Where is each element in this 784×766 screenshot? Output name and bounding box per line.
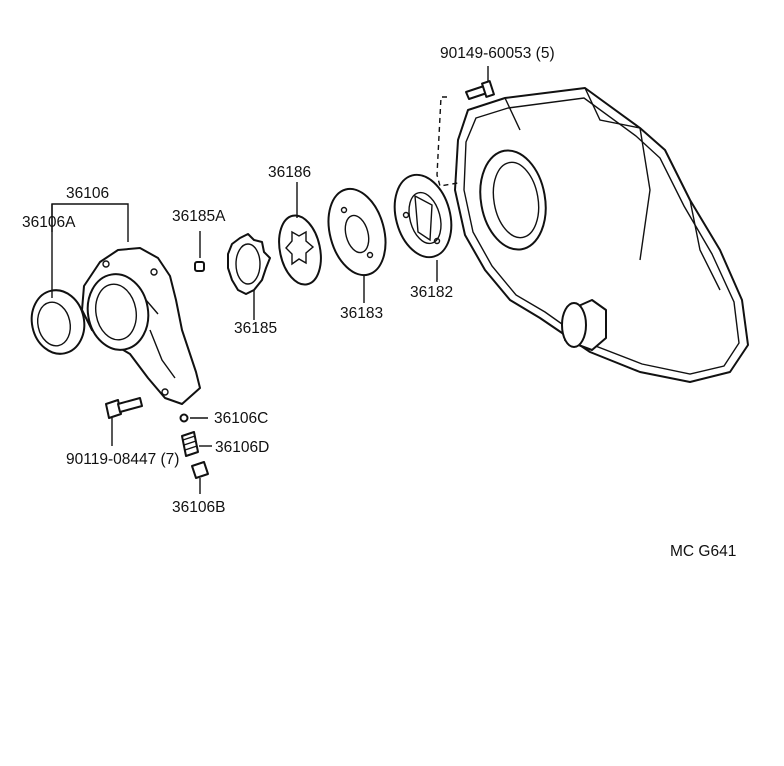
inner-rotor-36185 xyxy=(227,233,271,295)
label-90149-60053: 90149-60053 (5) xyxy=(440,45,555,62)
label-36106A: 36106A xyxy=(22,214,76,231)
check-ball-36106C xyxy=(179,413,208,423)
label-36183: 36183 xyxy=(340,305,383,322)
label-90119-08447: 90119-08447 (7) xyxy=(66,451,179,468)
leader-lines xyxy=(51,182,438,320)
label-36106: 36106 xyxy=(66,185,109,202)
label-36182: 36182 xyxy=(410,284,453,301)
pin-36185A xyxy=(194,261,205,272)
label-36185: 36185 xyxy=(234,320,277,337)
bolt-90149 xyxy=(436,66,495,187)
spring-36106D xyxy=(181,431,212,457)
bolt-90119 xyxy=(105,397,143,446)
label-36106D: 36106D xyxy=(215,439,269,456)
pump-cover-36182 xyxy=(393,173,453,259)
pump-plate-36183 xyxy=(327,187,387,277)
oil-seal-36106A xyxy=(30,289,86,355)
label-36185A: 36185A xyxy=(172,208,226,225)
label-36186: 36186 xyxy=(268,164,311,181)
figure-code: MC G641 xyxy=(670,543,736,560)
housing-36106 xyxy=(81,247,201,405)
transmission-case xyxy=(454,87,749,383)
plug-36106B xyxy=(191,461,209,494)
label-36106B: 36106B xyxy=(172,499,225,516)
label-36106C: 36106C xyxy=(214,410,268,427)
outer-rotor-36186 xyxy=(278,214,322,286)
